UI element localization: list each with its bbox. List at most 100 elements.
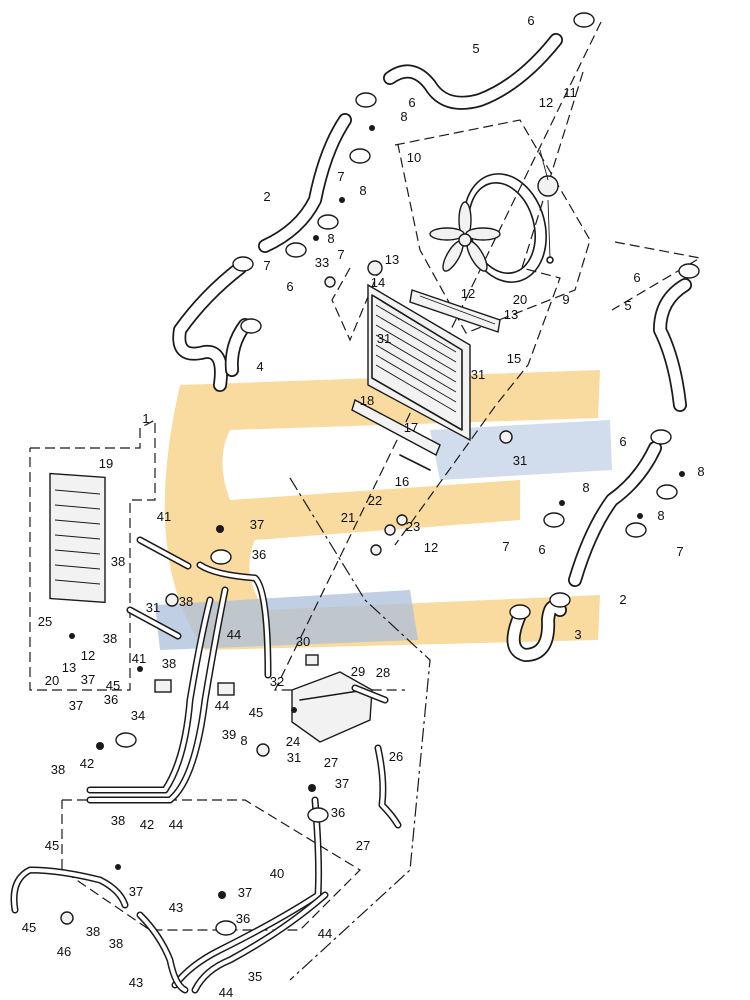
- callout-36: 36: [104, 692, 118, 707]
- callout-14: 14: [371, 275, 385, 290]
- callout-42: 42: [140, 817, 154, 832]
- bolts-and-fittings: [60, 125, 685, 925]
- hose-2-right: [568, 441, 662, 587]
- callout-12: 12: [539, 95, 553, 110]
- callout-41: 41: [157, 509, 171, 524]
- callout-7: 7: [263, 258, 270, 273]
- callout-31: 31: [146, 600, 160, 615]
- callout-12: 12: [461, 286, 475, 301]
- fan-bracket: [409, 289, 501, 333]
- callout-38: 38: [111, 554, 125, 569]
- callout-45: 45: [106, 678, 120, 693]
- callout-21: 21: [341, 510, 355, 525]
- callout-35: 35: [248, 969, 262, 984]
- fan-assembly: [429, 149, 559, 283]
- callout-37: 37: [250, 517, 264, 532]
- callout-32: 32: [270, 674, 284, 689]
- callout-8: 8: [400, 109, 407, 124]
- oil-lines: [10, 561, 329, 994]
- callout-45: 45: [249, 705, 263, 720]
- callout-5: 5: [624, 298, 631, 313]
- callout-7: 7: [502, 539, 509, 554]
- oil-cooler: [49, 472, 106, 604]
- long-bolts-41: [126, 536, 192, 640]
- group-outlines: [29, 21, 702, 981]
- callout-18: 18: [360, 393, 374, 408]
- callout-36: 36: [331, 805, 345, 820]
- callout-8: 8: [657, 508, 664, 523]
- callout-17: 17: [404, 420, 418, 435]
- callout-43: 43: [169, 900, 183, 915]
- callout-42: 42: [80, 756, 94, 771]
- callout-45: 45: [45, 838, 59, 853]
- callout-45: 45: [22, 920, 36, 935]
- callout-37: 37: [238, 885, 252, 900]
- callout-8: 8: [240, 733, 247, 748]
- callout-20: 20: [513, 292, 527, 307]
- callout-37: 37: [129, 884, 143, 899]
- callout-44: 44: [318, 926, 332, 941]
- callout-6: 6: [619, 434, 626, 449]
- callout-36: 36: [236, 911, 250, 926]
- callout-15: 15: [507, 351, 521, 366]
- callout-6: 6: [286, 279, 293, 294]
- callout-38: 38: [86, 924, 100, 939]
- callout-37: 37: [69, 698, 83, 713]
- callout-19: 19: [99, 456, 113, 471]
- upper-hose-5: [383, 33, 563, 110]
- callout-7: 7: [337, 247, 344, 262]
- callout-44: 44: [219, 985, 233, 1000]
- callout-2: 2: [619, 592, 626, 607]
- callout-6: 6: [527, 13, 534, 28]
- overflow-hose: [374, 744, 402, 829]
- callout-1: 1: [142, 411, 149, 426]
- callout-13: 13: [62, 660, 76, 675]
- callout-37: 37: [81, 672, 95, 687]
- callout-3: 3: [574, 627, 581, 642]
- callout-7: 7: [337, 169, 344, 184]
- hose-4: [172, 261, 252, 392]
- callout-33: 33: [315, 255, 329, 270]
- callout-38: 38: [51, 762, 65, 777]
- reservoir-tank: [291, 671, 389, 743]
- callout-31: 31: [513, 453, 527, 468]
- callout-44: 44: [227, 627, 241, 642]
- callout-22: 22: [368, 493, 382, 508]
- callout-4: 4: [256, 359, 263, 374]
- callout-38: 38: [109, 936, 123, 951]
- callout-6: 6: [408, 95, 415, 110]
- callout-34: 34: [131, 708, 145, 723]
- callout-40: 40: [270, 866, 284, 881]
- hose-3: [506, 599, 567, 662]
- callout-12: 12: [424, 540, 438, 555]
- callout-44: 44: [215, 698, 229, 713]
- callout-13: 13: [504, 307, 518, 322]
- callout-38: 38: [111, 813, 125, 828]
- callout-25: 25: [38, 614, 52, 629]
- callout-43: 43: [129, 975, 143, 990]
- callout-36: 36: [252, 547, 266, 562]
- callout-24: 24: [286, 734, 300, 749]
- callout-38: 38: [103, 631, 117, 646]
- callout-31: 31: [287, 750, 301, 765]
- callout-5: 5: [472, 41, 479, 56]
- callout-27: 27: [324, 755, 338, 770]
- callout-9: 9: [562, 292, 569, 307]
- radiator: [351, 260, 471, 471]
- callout-37: 37: [335, 776, 349, 791]
- callout-26: 26: [389, 749, 403, 764]
- callout-31: 31: [471, 367, 485, 382]
- callout-6: 6: [538, 542, 545, 557]
- callout-8: 8: [359, 183, 366, 198]
- callout-30: 30: [296, 634, 310, 649]
- callout-13: 13: [385, 252, 399, 267]
- callout-23: 23: [406, 519, 420, 534]
- callout-44: 44: [169, 817, 183, 832]
- hose-clamps: [115, 12, 700, 936]
- callout-7: 7: [676, 544, 683, 559]
- callout-27: 27: [356, 838, 370, 853]
- callout-8: 8: [697, 464, 704, 479]
- callout-6: 6: [633, 270, 640, 285]
